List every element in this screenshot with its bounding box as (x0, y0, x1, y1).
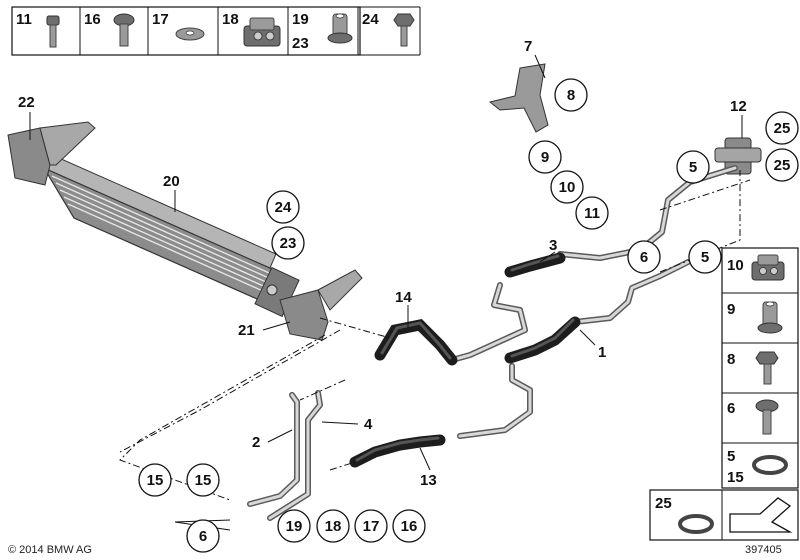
svg-text:5: 5 (701, 249, 709, 266)
connection-dashes (119, 170, 751, 501)
svg-text:23: 23 (280, 235, 297, 252)
bottom-right-box: 25 (649, 489, 799, 541)
strip-label-17: 17 (152, 11, 169, 28)
o-ring-icon (752, 455, 788, 475)
leader-lines (29, 54, 743, 531)
callout-6a: 6 (627, 240, 661, 274)
holder-icon (243, 17, 281, 47)
svg-text:6: 6 (640, 249, 648, 266)
strip-label-16: 16 (84, 11, 101, 28)
column-label-5: 5 (727, 448, 735, 465)
column-label-8: 8 (727, 351, 735, 368)
oil-lines (247, 165, 738, 521)
callout-9: 9 (528, 140, 562, 174)
svg-text:10: 10 (559, 179, 576, 196)
callout-18: 18 (316, 509, 350, 543)
right-parts-column: 10 9 8 6 5 15 (721, 247, 799, 489)
oil-cooler-radiator (42, 153, 302, 320)
callout-8: 8 (554, 78, 588, 112)
strip-label-19: 19 (292, 11, 309, 28)
callout-19: 19 (277, 509, 311, 543)
hex-bolt-icon (393, 13, 415, 47)
svg-text:17: 17 (363, 518, 380, 535)
svg-text:24: 24 (275, 199, 292, 216)
label-20: 20 (163, 173, 180, 190)
diagram-id: 397405 (745, 544, 782, 556)
callout-15a: 15 (138, 463, 172, 497)
callout-5b: 5 (688, 240, 722, 274)
strip-label-18: 18 (222, 11, 239, 28)
o-ring-icon (678, 514, 714, 534)
svg-text:25: 25 (774, 157, 791, 174)
strip-label-24: 24 (362, 11, 379, 28)
bolt-icon (46, 15, 60, 48)
top-parts-strip: 11 16 17 18 19 23 24 (11, 6, 421, 56)
collar-screw-icon (755, 399, 779, 435)
label-7: 7 (524, 38, 532, 55)
holder-icon (751, 254, 785, 281)
box-label-25: 25 (655, 495, 672, 512)
label-1: 1 (598, 344, 606, 361)
bracket-23 (279, 269, 363, 341)
svg-text:25: 25 (774, 120, 791, 137)
nut-icon (327, 13, 353, 44)
svg-text:15: 15 (147, 472, 164, 489)
label-2: 2 (252, 434, 260, 451)
holder-12 (714, 137, 762, 175)
callout-5a: 5 (676, 150, 710, 184)
bracket-7 (488, 63, 549, 133)
plain-labels: 22 20 21 14 7 12 3 1 2 4 13 (18, 38, 747, 489)
callout-16: 16 (392, 509, 426, 543)
svg-text:15: 15 (195, 472, 212, 489)
svg-text:9: 9 (541, 149, 549, 166)
callout-24: 24 (266, 190, 300, 224)
label-14: 14 (395, 289, 412, 306)
callout-17: 17 (354, 509, 388, 543)
copyright-text: © 2014 BMW AG (8, 544, 92, 556)
strip-label-23: 23 (292, 35, 309, 52)
circled-callouts: 25 25 5 5 6 8 9 10 11 24 23 15 15 6 19 1… (138, 78, 799, 553)
callout-11: 11 (575, 196, 609, 230)
label-13: 13 (420, 472, 437, 489)
callout-6b: 6 (186, 519, 220, 553)
column-label-6: 6 (727, 400, 735, 417)
callout-23: 23 (271, 226, 305, 260)
label-21: 21 (238, 322, 255, 339)
collar-screw-icon (113, 13, 135, 47)
svg-text:8: 8 (567, 87, 575, 104)
label-12: 12 (730, 98, 747, 115)
svg-text:5: 5 (689, 159, 697, 176)
column-label-15: 15 (727, 469, 744, 486)
svg-text:6: 6 (199, 528, 207, 545)
direction-arrow-icon (729, 497, 793, 533)
callout-15b: 15 (186, 463, 220, 497)
strip-label-11: 11 (16, 11, 32, 28)
svg-text:16: 16 (401, 518, 418, 535)
column-label-9: 9 (727, 301, 735, 318)
label-3: 3 (549, 237, 557, 254)
column-label-10: 10 (727, 257, 744, 274)
callout-25a: 25 (765, 111, 799, 145)
svg-text:19: 19 (286, 518, 303, 535)
callout-10: 10 (550, 170, 584, 204)
label-4: 4 (364, 416, 373, 433)
washer-icon (175, 27, 205, 41)
svg-text:11: 11 (584, 205, 600, 222)
svg-text:18: 18 (325, 518, 342, 535)
bracket-22 (7, 121, 96, 186)
callout-25b: 25 (765, 148, 799, 182)
nut-icon (757, 301, 783, 334)
hex-bolt-icon (755, 351, 779, 385)
label-22: 22 (18, 94, 35, 111)
